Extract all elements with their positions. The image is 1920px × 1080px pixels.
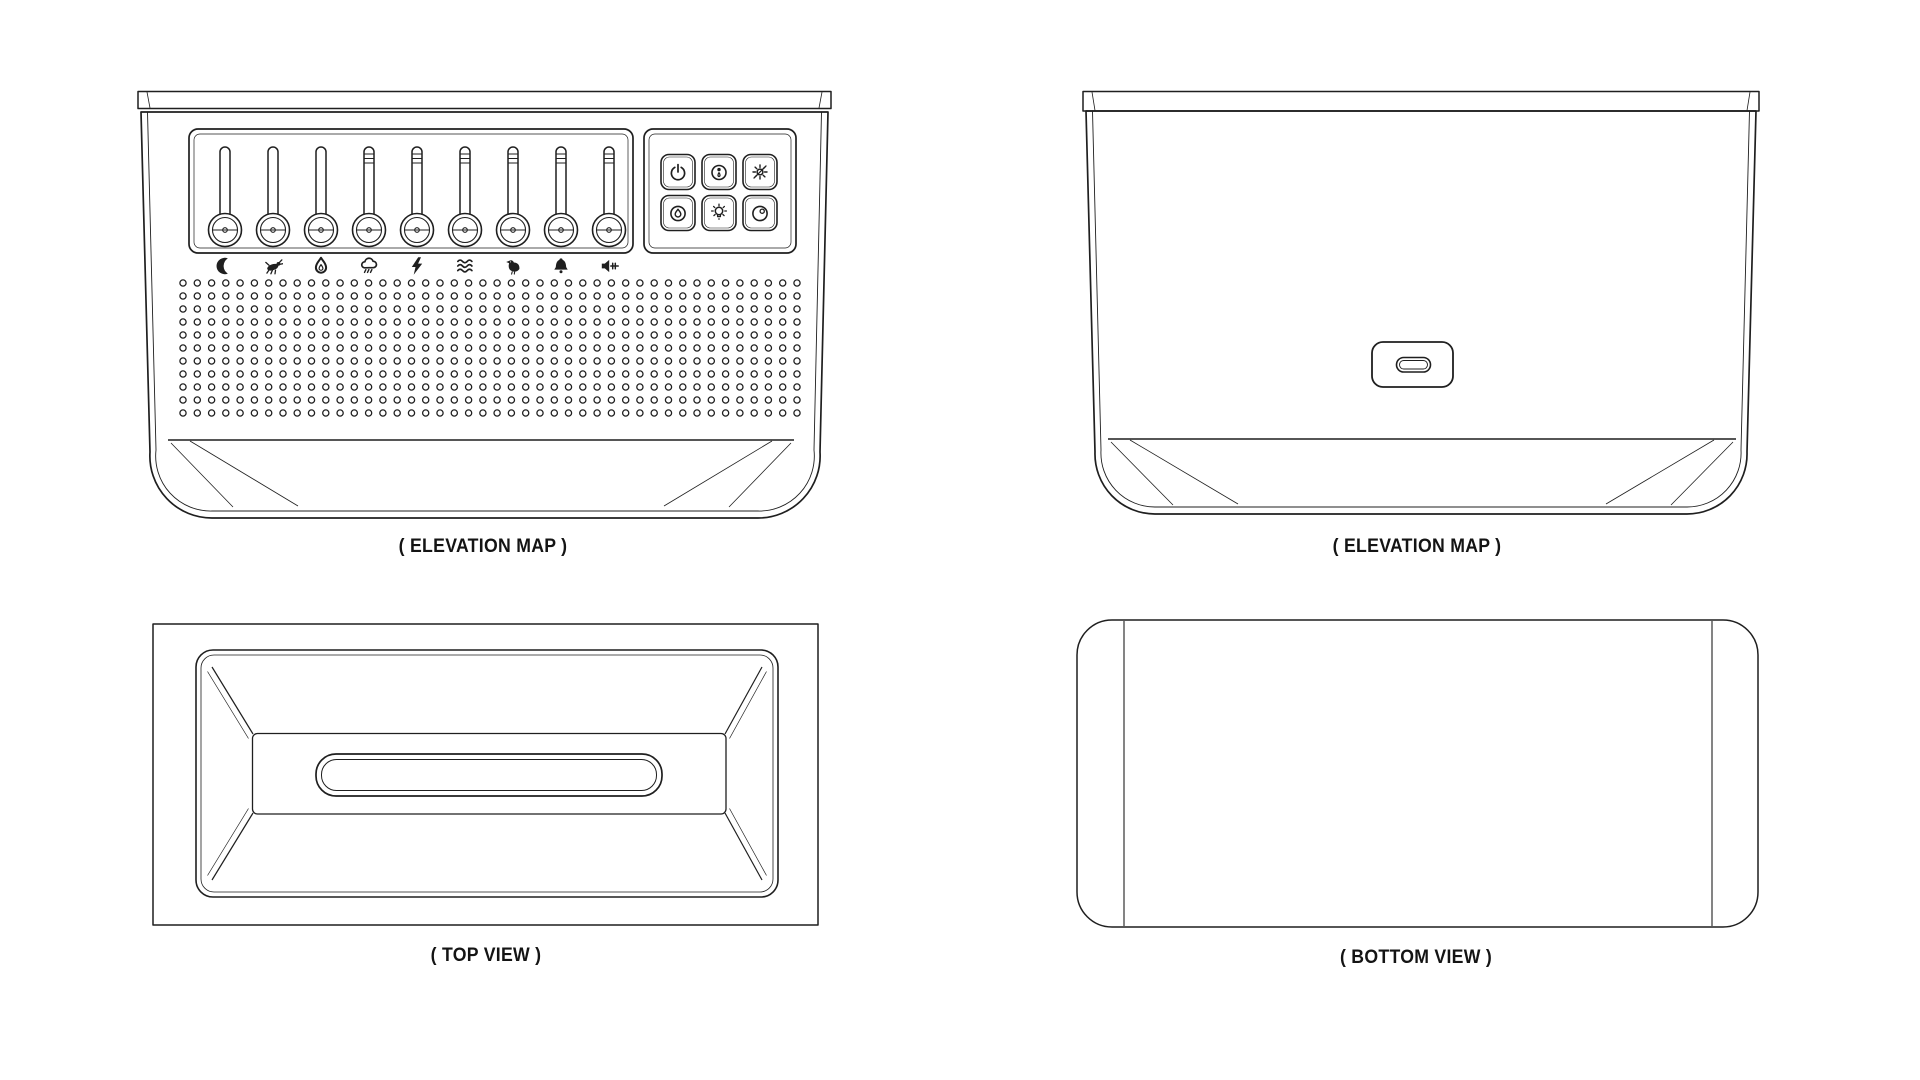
back-elevation-view: [1082, 90, 1760, 515]
front-view-label: ( ELEVATION MAP ): [398, 536, 568, 557]
slider-thunder: [399, 146, 435, 275]
slider-fire: [303, 146, 339, 274]
bottom-view-label: ( BOTTOM VIEW ): [1339, 947, 1493, 968]
recess-floor: [251, 732, 727, 815]
recess-bevel-edges: [207, 666, 767, 881]
sun-brightness-button: [742, 153, 778, 191]
back-base-panel: [1108, 438, 1736, 506]
ocean-waves-icon: [456, 259, 473, 273]
slider-moon: [207, 146, 243, 275]
fire-icon: [314, 256, 328, 274]
speaker-grille: [179, 279, 801, 417]
flame-button: [660, 194, 696, 232]
cricket-icon: [265, 259, 283, 275]
top-recess-rim: [195, 649, 779, 898]
bell-icon: [554, 258, 568, 274]
bird-icon: [505, 259, 520, 275]
corner-shading: [170, 440, 792, 508]
buttons-group: [660, 153, 778, 232]
back-view-label: ( ELEVATION MAP ): [1332, 536, 1502, 557]
button-panel: [643, 128, 797, 254]
front-body-outline: [140, 111, 829, 519]
moon-icon: [216, 257, 228, 275]
slider-rain: [351, 146, 387, 274]
slider-bell: [543, 146, 579, 274]
sliders-group: [207, 146, 627, 275]
clock-button: [742, 194, 778, 232]
top-handle-slot: [315, 753, 663, 797]
slider-bird: [495, 146, 531, 275]
bottom-view: [1076, 619, 1759, 928]
corner-shading: [1110, 439, 1734, 506]
top-view: [152, 623, 819, 926]
back-body-outline: [1085, 110, 1757, 515]
night-light-button: [701, 194, 737, 232]
slider-ocean-waves: [447, 146, 483, 273]
usb-c-port: [1371, 341, 1454, 388]
thunder-icon: [411, 257, 423, 275]
rain-icon: [360, 257, 378, 274]
top-view-label: ( TOP VIEW ): [430, 945, 542, 966]
front-elevation-view: [137, 90, 832, 519]
sensor-button: [701, 153, 737, 191]
slider-panel: [188, 128, 634, 254]
bottom-outline: [1076, 619, 1759, 928]
volume-icon: [601, 259, 619, 273]
sun-brightness-icon: [752, 164, 768, 180]
front-top-lid: [137, 90, 832, 110]
slider-cricket: [255, 146, 291, 275]
slider-volume: [591, 146, 627, 273]
back-top-lid: [1082, 90, 1760, 112]
top-outer-rect: [152, 623, 819, 926]
power-button: [660, 153, 696, 191]
front-base-panel: [168, 439, 794, 508]
